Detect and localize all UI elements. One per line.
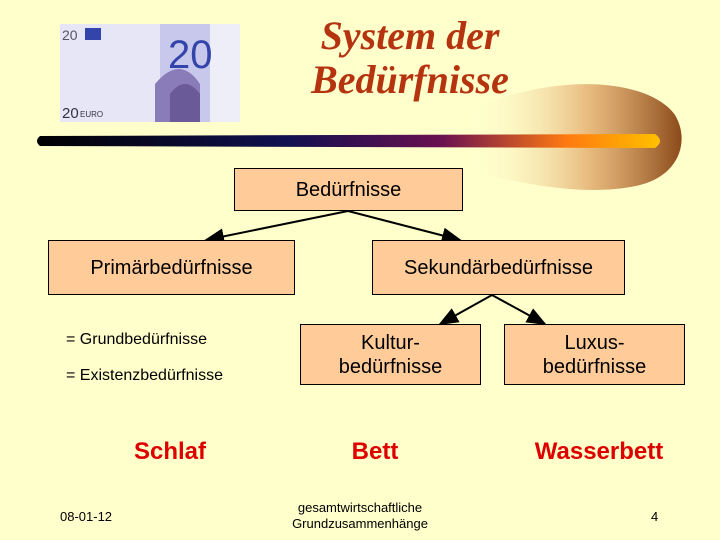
banknote-value-large: 20 <box>168 33 213 77</box>
example-schlaf: Schlaf <box>133 438 207 465</box>
node-beduerfnisse: Bedürfnisse <box>234 168 463 211</box>
slide-title: System der Bedürfnisse <box>250 14 570 102</box>
arrow-to-secondary <box>347 210 462 244</box>
example-wasserbett: Wasserbett <box>534 438 664 465</box>
luxury-line-2: bedürfnisse <box>542 355 647 378</box>
node-sekundaerbeduerfnisse: Sekundärbedürfnisse <box>372 240 625 295</box>
footer-title: gesamtwirtschaftliche Grundzusammenhänge <box>260 500 460 532</box>
banknote-value-small: 20 <box>62 27 78 43</box>
luxury-line-1: Luxus- <box>564 331 625 354</box>
example-bett: Bett <box>351 438 399 465</box>
node-luxusbeduerfnisse: Luxus- bedürfnisse <box>504 324 685 385</box>
title-line-1: System der <box>320 13 500 58</box>
footer-title-line-1: gesamtwirtschaftliche <box>297 500 423 515</box>
title-line-2: Bedürfnisse <box>311 57 509 102</box>
page-number: 4 <box>651 509 659 524</box>
note-grundbeduerfnisse: = Grundbedürfnisse <box>66 331 207 348</box>
banknote-value-bottom: 20 <box>62 105 79 122</box>
culture-line-1: Kultur- <box>361 331 420 354</box>
arrow-to-culture <box>438 294 493 325</box>
swoosh-decoration <box>37 84 682 190</box>
footer-title-line-2: Grundzusammenhänge <box>292 516 428 531</box>
note-existenzbeduerfnisse: = Existenzbedürfnisse <box>66 367 223 384</box>
euro-banknote-image: 20 20 20 EURO <box>60 24 240 122</box>
arrow-to-luxury <box>491 294 547 325</box>
node-kulturbeduerfnisse: Kultur- bedürfnisse <box>300 324 481 385</box>
arrow-to-primary <box>204 210 349 245</box>
node-primaerbeduerfnisse: Primärbedürfnisse <box>48 240 295 295</box>
culture-line-2: bedürfnisse <box>338 355 443 378</box>
footer-date: 08-01-12 <box>60 509 113 524</box>
banknote-currency: EURO <box>80 110 103 119</box>
